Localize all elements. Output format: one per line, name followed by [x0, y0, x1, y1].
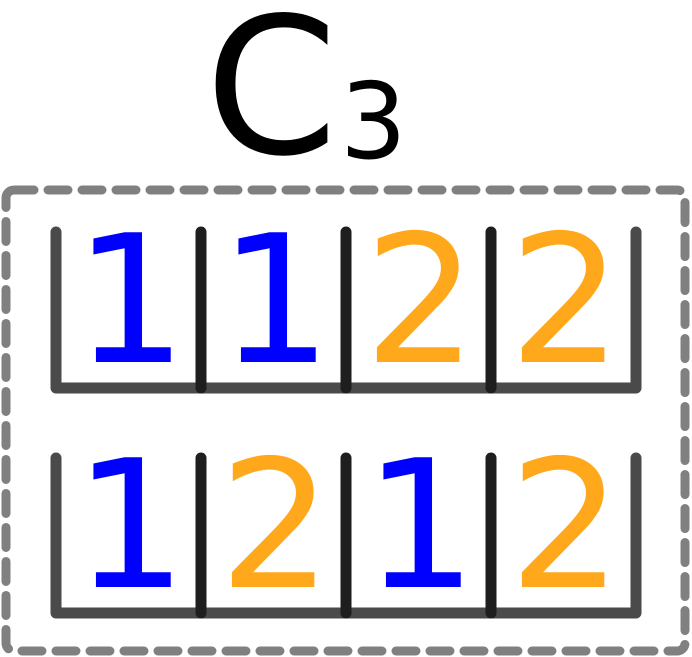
slot-digit-2: 2 [509, 422, 622, 629]
group-dashed-border [1, 185, 690, 656]
slot-digit-1: 1 [364, 422, 477, 629]
slot-digit-2: 2 [509, 197, 622, 404]
slot-digit-1: 1 [74, 197, 187, 404]
title-subscript: 3 [340, 61, 407, 183]
slot-digit-1: 1 [74, 422, 187, 629]
slot-digit-2: 2 [219, 422, 332, 629]
slot-digit-1: 1 [219, 197, 332, 404]
title-letter: C [205, 0, 338, 198]
slot-digit-2: 2 [364, 197, 477, 404]
